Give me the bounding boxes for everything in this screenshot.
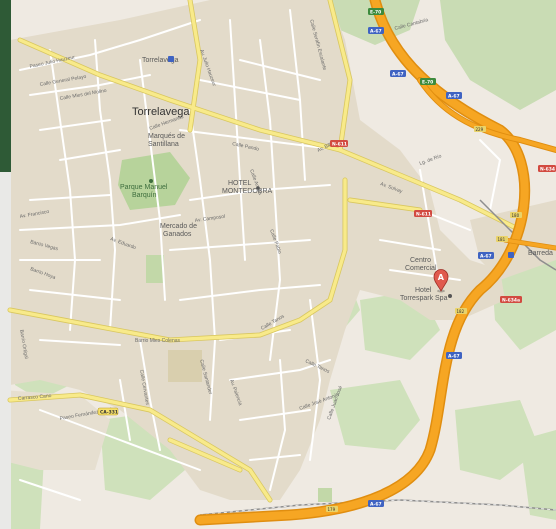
forest-area (520, 430, 556, 520)
park-manuel-barquin (118, 152, 190, 210)
shield-n611 (330, 140, 348, 147)
train-station-icon[interactable] (168, 56, 174, 62)
shield-a67 (446, 352, 462, 359)
shield-n634 (538, 165, 556, 172)
shield-a67-text: A-67 (370, 29, 382, 35)
place-label: Barreda (528, 250, 553, 257)
station-label: Torrelavega (142, 57, 179, 64)
hotel-icon[interactable] (256, 186, 260, 190)
road-label: Carrasco Cano (18, 393, 52, 402)
shield-n634a (500, 296, 522, 303)
place-label: Comercial (405, 265, 437, 272)
urban-area (10, 0, 505, 500)
shield-n611 (414, 210, 432, 217)
shield-n634-text: N-634 (540, 167, 555, 173)
place-label: Torrespark Spa (400, 295, 448, 302)
small-park (318, 488, 332, 502)
road-label: Av. Camposol (194, 214, 225, 224)
park-label: Parque Manuel (120, 184, 168, 191)
location-marker-a[interactable]: A (433, 269, 449, 293)
exit-shield-text: 182 (457, 309, 465, 314)
shield-n611-text: N-611 (416, 212, 431, 218)
side-panel-strip (0, 0, 11, 172)
city-label: Torrelavega (132, 106, 190, 118)
marker-letter: A (438, 273, 445, 282)
exit-shield (474, 126, 486, 132)
place-label: Hotel (415, 287, 432, 294)
forest-area (440, 0, 556, 110)
small-park (146, 255, 164, 283)
train-station-icon[interactable] (508, 252, 514, 258)
hotel-label: HOTEL (228, 180, 251, 187)
place-label: Santillana (148, 141, 179, 148)
road-label: Barrio Mies Colenas (135, 338, 181, 344)
shield-e70 (368, 8, 384, 15)
exit-shield-text: 179 (328, 507, 336, 512)
exit-shield (455, 308, 467, 314)
place-label: Ganados (163, 231, 192, 238)
shield-a67 (446, 92, 462, 99)
exit-shield-text: 229 (476, 127, 484, 132)
shield-e70-text: E-70 (422, 80, 433, 86)
exit-shield (510, 212, 522, 218)
place-label: Marqués de (148, 133, 185, 140)
place-label: Mercado de (160, 223, 197, 230)
shield-a67 (368, 27, 384, 34)
exit-shield-text: 181 (498, 237, 506, 242)
exit-shield (496, 236, 508, 242)
forest-area (330, 0, 420, 45)
side-panel-strip-light (0, 172, 11, 529)
park-label: Barquín (132, 192, 157, 199)
road-label: Barrio Ortigal (18, 329, 29, 359)
shield-n611-text: N-611 (332, 142, 347, 148)
sports-field (168, 350, 202, 382)
shield-a67 (390, 70, 406, 77)
shield-a67-text: A-67 (480, 254, 492, 260)
shield-e70 (420, 78, 436, 85)
road-label: Calle Pando (232, 141, 260, 153)
shield-a67 (478, 252, 494, 259)
road-label: Av. Francisco (19, 209, 50, 220)
shield-e70-text: E-70 (370, 10, 381, 16)
exit-shield (326, 506, 338, 512)
motorway-a67 (194, 0, 556, 526)
shield-a67-text: A-67 (392, 72, 404, 78)
urban-areas (0, 0, 556, 500)
exit-shield-text: 180 (512, 213, 520, 218)
street-network (19, 9, 502, 501)
forest-area (330, 380, 420, 450)
shield-ca331-text: CA-331 (100, 410, 118, 416)
park-icon[interactable] (149, 179, 153, 183)
shield-a67-text: A-67 (370, 502, 382, 508)
urban-area (0, 390, 110, 470)
hotel-icon[interactable] (448, 294, 452, 298)
shield-a67-text: A-67 (448, 354, 460, 360)
shield-a67 (368, 500, 384, 507)
shield-a67-text: A-67 (448, 94, 460, 100)
forest-area (455, 400, 540, 480)
hotel-label: MONTEDOBRA (222, 188, 273, 195)
road-shields: E-70 A-67 A-67 E-70 A-67 N-611 N-611 N-6… (97, 8, 556, 512)
marker-pin-icon[interactable] (433, 269, 449, 292)
shield-ca331 (97, 407, 119, 416)
place-label: Centro (410, 257, 431, 264)
primary-roads (8, 0, 522, 502)
shield-n634a-text: N-634a (502, 298, 520, 304)
